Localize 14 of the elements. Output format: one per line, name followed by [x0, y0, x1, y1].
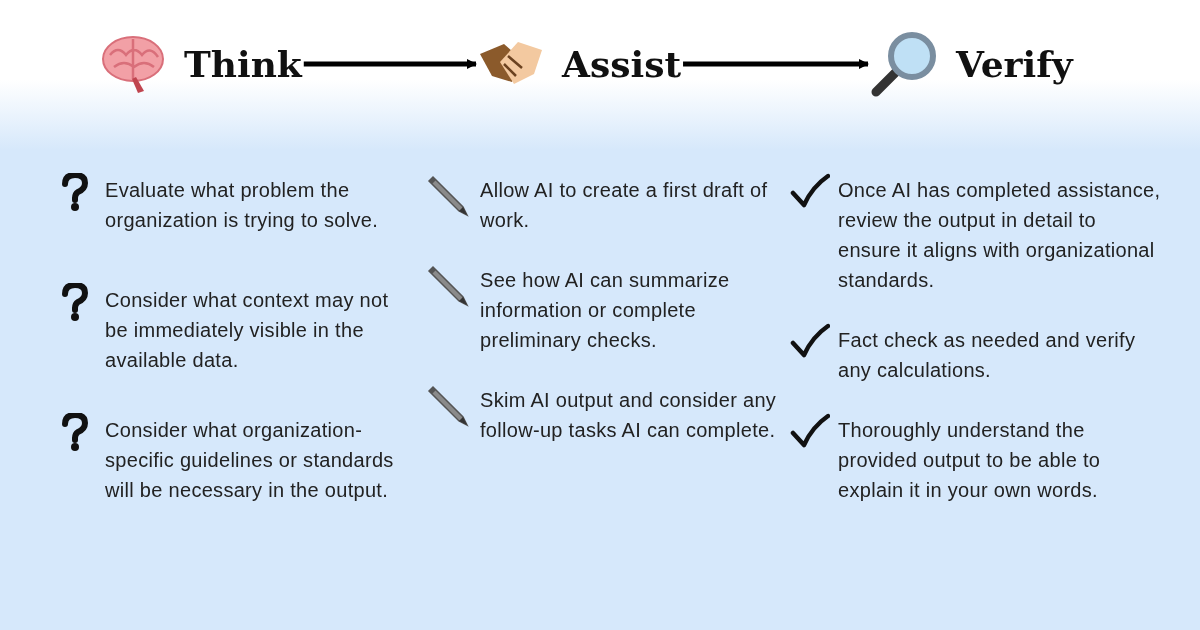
stage-heading: Assist: [562, 43, 682, 85]
stage-heading: Verify: [956, 43, 1073, 85]
step-description: Consider what context may not be immediately visible in the available data.: [105, 288, 390, 373]
arrow: [303, 59, 477, 69]
stage-heading: Think: [184, 43, 302, 85]
step-description: Evaluate what problem the organization is trying to solve.: [105, 178, 380, 233]
step-description: Skim AI output and consider any follow-up tasks AI can complete.: [480, 388, 778, 443]
arrow: [683, 59, 869, 69]
step-description: Thoroughly understand the provided output to be able to explain it in your own words.: [838, 418, 1102, 503]
step-description: See how AI can summarize information or complete preliminary checks.: [480, 268, 731, 353]
step-description: Consider what organization-specific guidelines or standards will be necessary in the output.: [105, 418, 395, 503]
step-description: Allow AI to create a first draft of work.: [480, 178, 769, 233]
step-description: Fact check as needed and verify any calculations.: [838, 328, 1137, 383]
step-description: Once AI has completed assistance, review the output in detail to ensure it aligns with organizational standards.: [838, 178, 1162, 293]
